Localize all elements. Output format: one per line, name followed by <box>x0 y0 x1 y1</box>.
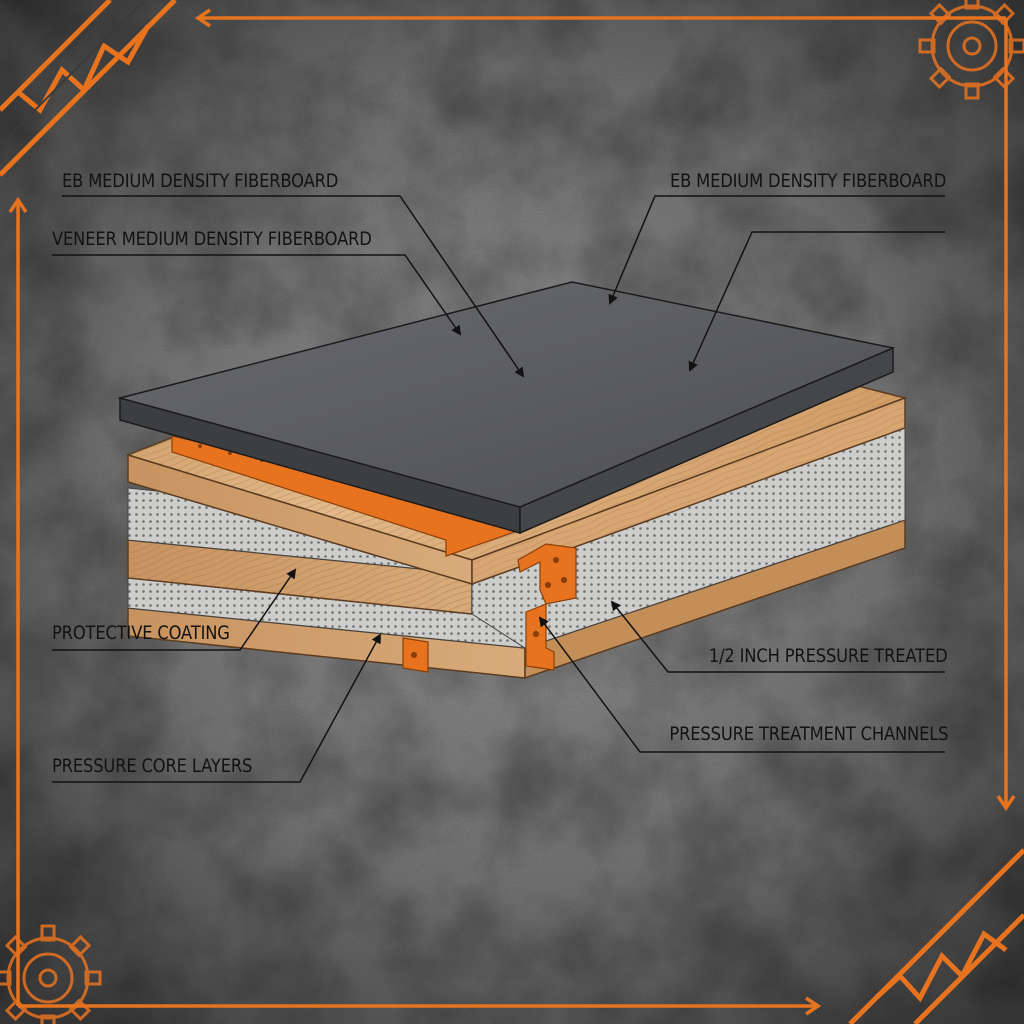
label-veneer-mdf: VENEER MEDIUM DENSITY FIBERBOARD <box>52 228 372 250</box>
leader-eb-mdf-right <box>608 195 945 305</box>
leader-pressure-core <box>52 633 381 783</box>
leader-eb-mdf-right-2 <box>688 231 945 372</box>
leader-lines <box>52 195 945 783</box>
leader-half-inch <box>610 600 945 673</box>
leader-channels <box>538 616 945 753</box>
gear-icon <box>918 0 1024 100</box>
label-eb-mdf-left: EB MEDIUM DENSITY FIBERBOARD <box>62 170 339 192</box>
label-eb-mdf-right: EB MEDIUM DENSITY FIBERBOARD <box>669 170 946 192</box>
layered-board <box>117 281 908 680</box>
label-pressure-core-layers: PRESSURE CORE LAYERS <box>52 755 253 777</box>
leader-eb-mdf-left <box>62 195 525 378</box>
orange-frame <box>8 8 1016 1016</box>
fiberboard-top <box>117 281 896 508</box>
corner-truss-top-left <box>0 0 177 177</box>
label-pressure-treatment-channels: PRESSURE TREATMENT CHANNELS <box>669 723 948 745</box>
leader-veneer-mdf <box>52 254 462 336</box>
label-protective-coating: PROTECTIVE COATING <box>52 622 230 644</box>
corner-truss-bottom-right <box>848 848 1024 1024</box>
bracket-center <box>517 543 577 671</box>
leader-protective-coating <box>52 568 297 651</box>
gear-icon <box>0 924 102 1024</box>
bracket-left <box>402 637 429 673</box>
label-half-inch-pressure-treated: 1/2 INCH PRESSURE TREATED <box>709 645 948 667</box>
